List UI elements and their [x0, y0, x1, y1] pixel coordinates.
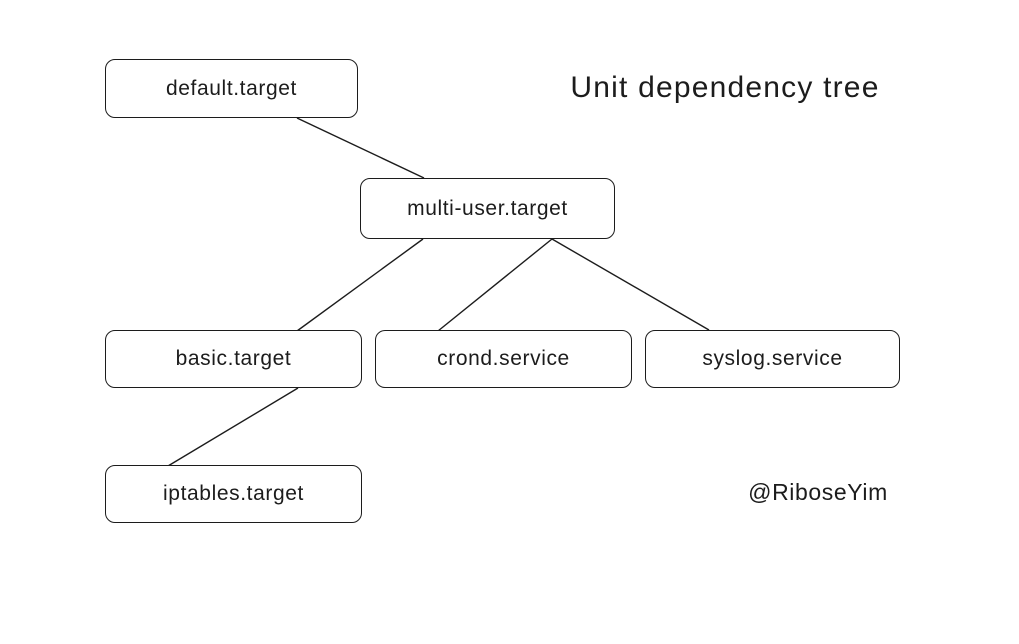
node-label: default.target [166, 76, 297, 100]
edge-multi-user-to-basic [296, 238, 424, 332]
page-title: Unit dependency tree [570, 71, 880, 104]
node-crond-service: crond.service [375, 330, 632, 388]
edge-default-to-multi-user [296, 117, 425, 179]
node-syslog-service: syslog.service [645, 330, 900, 388]
node-multi-user-target: multi-user.target [360, 178, 615, 239]
node-label: iptables.target [163, 482, 304, 505]
node-label: crond.service [437, 347, 570, 370]
node-iptables-target: iptables.target [105, 465, 362, 523]
node-label: basic.target [175, 347, 292, 370]
edge-multi-user-to-crond [437, 238, 553, 332]
node-label: multi-user.target [407, 196, 568, 220]
edge-multi-user-to-syslog [551, 238, 710, 331]
edge-basic-to-iptables [167, 387, 299, 467]
attribution-handle: @RiboseYim [748, 478, 888, 505]
node-basic-target: basic.target [105, 330, 362, 388]
node-default-target: default.target [105, 59, 358, 118]
node-label: syslog.service [702, 347, 843, 370]
